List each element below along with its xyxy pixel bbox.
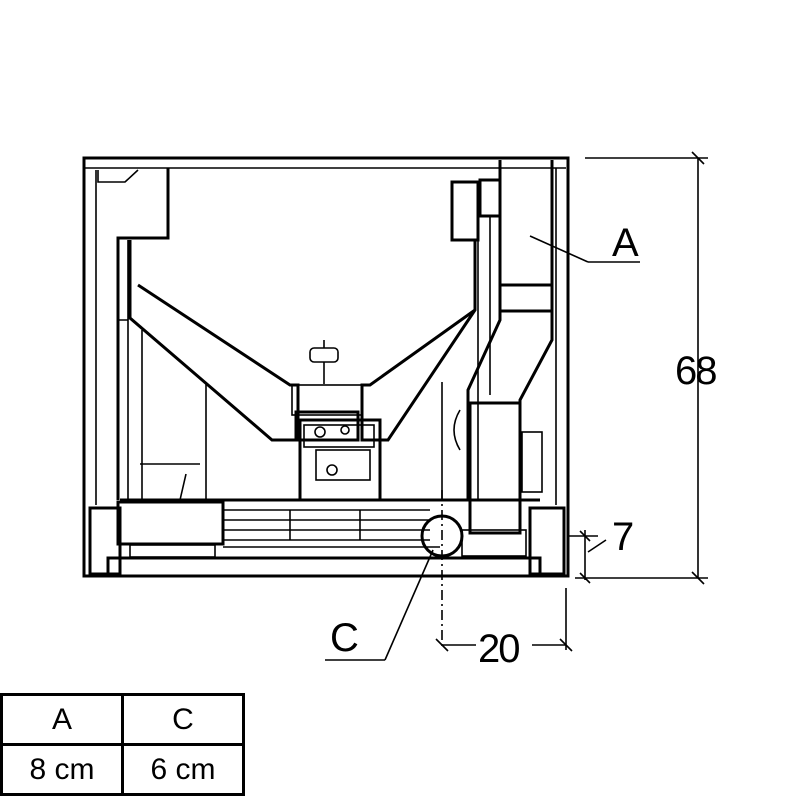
legend-value-c: 6 cm [121,743,245,796]
label-c: C [330,616,359,660]
outlet-pipe [420,514,527,558]
base-tray [88,463,566,578]
cabinet-outline [82,156,570,578]
legend-header-row: A C [0,693,245,746]
legend-header-a: A [0,693,124,746]
feeder-unit [294,340,382,502]
dimension-height-value: 68 [675,349,716,393]
legend-header-c: C [121,693,245,746]
label-a-leader: A [529,221,640,265]
dimension-width: 20 [435,588,573,671]
dimension-width-value: 20 [478,627,519,671]
hopper [128,240,477,500]
size-legend-table: A C 8 cm 6 cm [0,693,245,796]
label-c-leader: C [325,549,434,661]
left-upright [116,168,170,500]
dimension-height: 68 [575,151,718,585]
dimension-offset: 7 [568,515,635,584]
legend-value-row: 8 cm 6 cm [0,743,245,796]
right-duct [450,160,554,535]
adjust-knob-icon [309,340,339,384]
dimension-offset-value: 7 [612,515,633,559]
label-a: A [612,221,639,265]
legend-value-a: 8 cm [0,743,124,796]
